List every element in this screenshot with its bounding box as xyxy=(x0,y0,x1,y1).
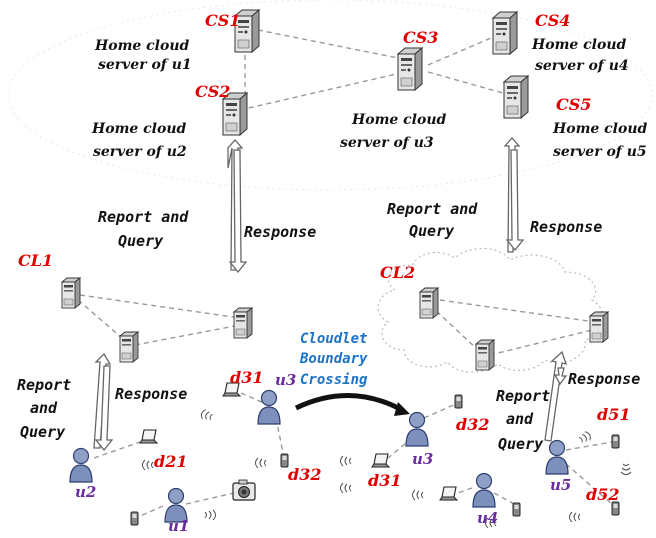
d32-right-label: d32 xyxy=(456,415,489,434)
server-cs4 xyxy=(492,11,518,55)
cl1-label: CL1 xyxy=(18,251,53,270)
crossing-line2: Boundary xyxy=(299,351,368,367)
phone-icon-d32-right xyxy=(454,394,463,409)
cs2-caption-line1: Home cloud xyxy=(91,121,187,137)
user-u4 xyxy=(472,472,496,508)
u3-right-label: u3 xyxy=(412,450,433,468)
cl2-report-line3: Query xyxy=(498,435,544,453)
cl2-report-line2: and xyxy=(506,410,534,428)
response-left-label: Response xyxy=(244,223,316,241)
report-query-left-line2: Query xyxy=(118,232,164,250)
cl2-server-c xyxy=(589,311,609,343)
u2-label: u2 xyxy=(75,483,96,501)
cs3-label: CS3 xyxy=(403,28,438,47)
crossing-arrow xyxy=(294,393,404,413)
laptop-icon-d31-right xyxy=(371,453,390,468)
report-query-left-line1: Report and xyxy=(98,208,189,226)
cs1-caption-line2: server of u1 xyxy=(98,57,192,73)
report-response-arrow-left xyxy=(227,139,248,274)
cl1-report-line3: Query xyxy=(20,423,66,441)
cl1-response-label: Response xyxy=(115,385,187,403)
cs4-caption-line2: server of u4 xyxy=(535,58,629,74)
laptop-icon-d21 xyxy=(139,429,158,444)
cs1-label: CS1 xyxy=(205,11,240,30)
user-u3-right xyxy=(405,411,429,447)
cl1-report-line2: and xyxy=(30,399,58,417)
cs4-label: CS4 xyxy=(535,11,570,30)
user-u5 xyxy=(545,439,569,475)
cl2-server-b xyxy=(475,339,495,371)
d32-left-label: d32 xyxy=(288,465,321,484)
cl2-server-a xyxy=(419,287,439,319)
report-response-arrow-cl2 xyxy=(544,350,568,442)
u5-label: u5 xyxy=(550,476,571,494)
laptop-icon-u4 xyxy=(439,486,458,501)
cl1-server-a xyxy=(61,277,81,309)
cl2-report-line1: Report xyxy=(496,387,550,405)
response-right-label: Response xyxy=(530,218,602,236)
server-cs5 xyxy=(503,75,529,119)
user-u3-left xyxy=(257,389,281,425)
u4-label: u4 xyxy=(477,509,498,527)
crossing-line3: Crossing xyxy=(300,372,368,388)
home-cloud-region xyxy=(7,0,653,191)
report-query-right-line1: Report and xyxy=(387,200,478,218)
cs3-caption-line2: server of u3 xyxy=(340,135,434,151)
phone-icon-u4 xyxy=(512,502,521,517)
cl2-label: CL2 xyxy=(380,263,415,282)
phone-icon-d51 xyxy=(611,434,620,449)
u1-label: u1 xyxy=(168,517,189,535)
user-u2 xyxy=(69,447,93,483)
cl1-server-c xyxy=(233,307,253,339)
crossing-arrowhead xyxy=(394,402,410,416)
cs1-caption-line1: Home cloud xyxy=(94,38,190,54)
device-links xyxy=(93,392,613,518)
d51-label: d51 xyxy=(597,405,630,424)
d52-label: d52 xyxy=(586,485,619,504)
cl1-links xyxy=(77,294,241,346)
server-cs3 xyxy=(397,47,423,91)
camera-icon-u1 xyxy=(232,479,256,501)
cs5-caption-line1: Home cloud xyxy=(552,121,648,137)
report-response-arrow-right xyxy=(503,137,525,253)
d31-right-label: d31 xyxy=(368,471,401,490)
cl1-server-b xyxy=(119,331,139,363)
backbone-links xyxy=(239,29,511,111)
crossing-line1: Cloudlet xyxy=(300,331,367,347)
cs2-caption-line2: server of u2 xyxy=(93,144,187,160)
report-query-right-line2: Query xyxy=(409,222,455,240)
d31-left-label: d31 xyxy=(230,368,263,387)
cs2-label: CS2 xyxy=(195,82,230,101)
cs3-caption-line1: Home cloud xyxy=(351,112,447,128)
cs5-label: CS5 xyxy=(556,95,591,114)
u3-left-label: u3 xyxy=(275,371,296,389)
phone-icon-u1 xyxy=(130,511,139,526)
phone-icon-d32-left xyxy=(280,453,289,468)
report-response-arrow-cl1 xyxy=(93,352,114,452)
d21-label: d21 xyxy=(154,452,187,471)
cl1-report-line1: Report xyxy=(17,376,71,394)
cl2-response-label: Response xyxy=(568,370,640,388)
cs4-caption-line1: Home cloud xyxy=(531,37,627,53)
cs5-caption-line2: server of u5 xyxy=(553,144,647,160)
